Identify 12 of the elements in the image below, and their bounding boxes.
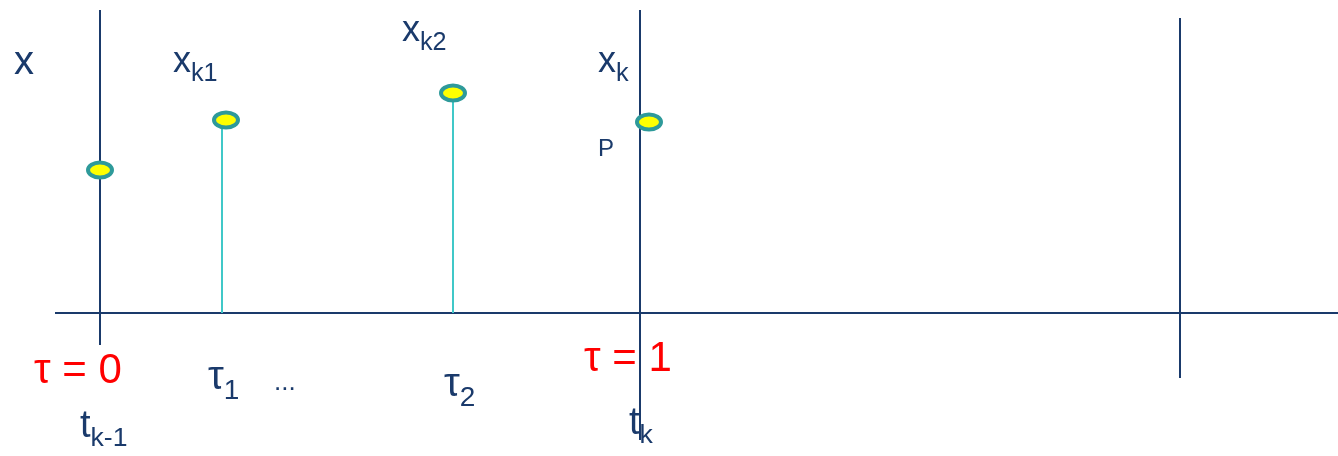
point-label: x$_{k1}$ [173,42,218,85]
parameter-label: τ$_{1}$ [208,355,240,404]
parameter-label: τ = 0 [34,348,122,390]
axis-label: x [14,40,34,80]
ellipsis: ... [274,368,296,394]
point-label: P [598,136,614,160]
parameter-label: τ$_{2}$ [444,362,476,411]
time-label: t$_{k}$ [629,402,653,448]
point-label: x$_{k2}$ [402,11,447,54]
point-label: x$_{k}$ [598,42,629,85]
time-label: t$_{k-1}$ [80,405,128,451]
parameter-label: τ = 1 [584,336,672,378]
